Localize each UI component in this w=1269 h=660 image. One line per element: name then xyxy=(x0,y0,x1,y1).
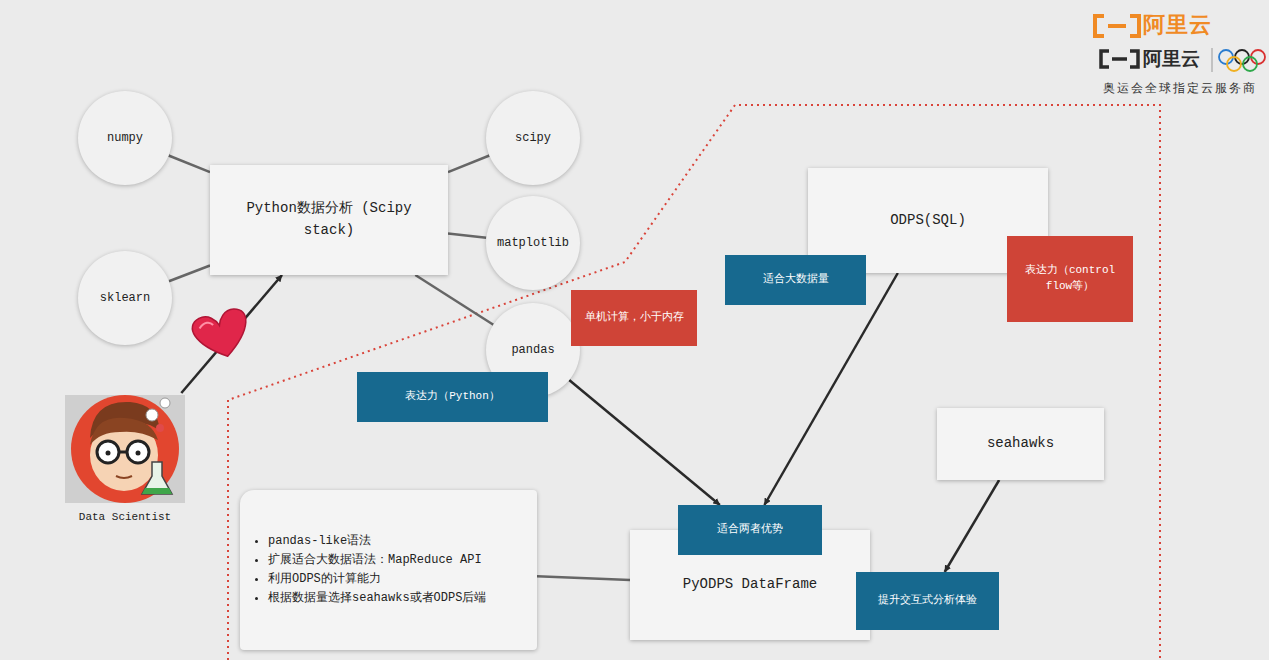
arrow-connector xyxy=(181,275,282,393)
connector-line xyxy=(537,576,630,580)
process-box: seahawks xyxy=(937,408,1104,480)
connector-line xyxy=(169,156,210,173)
heart-icon xyxy=(190,306,254,363)
advantage-tag: 表达力（Python） xyxy=(357,372,548,422)
logo-text: 阿里云 xyxy=(1143,10,1212,40)
node-text: Data Scientist xyxy=(79,511,171,523)
node-text: scipy xyxy=(515,131,551,145)
limitation-tag: 表达力（control flow等） xyxy=(1007,236,1133,322)
bullet-item: 扩展适合大数据语法：MapReduce API xyxy=(268,551,486,570)
tag-text: 表达力（control flow等） xyxy=(1015,263,1125,295)
bullet-item: 利用ODPS的计算能力 xyxy=(268,570,486,589)
node-text: pandas xyxy=(511,343,554,357)
node-text: ODPS(SQL) xyxy=(890,210,966,232)
node-text: PyODPS DataFrame xyxy=(683,574,817,596)
library-circle: scipy xyxy=(486,91,580,185)
scientist-avatar xyxy=(65,395,185,503)
advantage-tag: 适合大数据量 xyxy=(725,255,866,305)
node-text: numpy xyxy=(107,131,143,145)
connector-line xyxy=(448,156,489,173)
bullet-list: pandas-like语法扩展适合大数据语法：MapReduce API利用OD… xyxy=(252,532,486,609)
arrow-connector xyxy=(569,380,720,505)
logo-text: 阿里云 xyxy=(1143,46,1200,72)
node-text: matplotlib xyxy=(497,236,569,250)
connector-line xyxy=(415,275,493,325)
tag-text: 提升交互式分析体验 xyxy=(878,593,977,608)
process-box: Python数据分析 (Scipy stack) xyxy=(210,165,448,275)
limitation-tag: 单机计算，小于内存 xyxy=(571,290,697,346)
library-circle: sklearn xyxy=(78,251,172,345)
tag-text: 表达力（Python） xyxy=(405,389,500,404)
logo-slogan: 奥运会全球指定云服务商 xyxy=(1103,80,1257,97)
library-circle: matplotlib xyxy=(486,196,580,290)
tag-text: 适合大数据量 xyxy=(763,272,829,287)
feature-list-box: pandas-like语法扩展适合大数据语法：MapReduce API利用OD… xyxy=(240,490,537,650)
actor-figure: Data Scientist xyxy=(60,393,190,525)
library-circle: numpy xyxy=(78,91,172,185)
advantage-tag: 适合两者优势 xyxy=(678,505,822,555)
connector-line xyxy=(169,266,210,282)
connector-line xyxy=(448,233,486,237)
node-text: sklearn xyxy=(100,291,150,305)
bullet-item: 根据数据量选择seahawks或者ODPS后端 xyxy=(268,589,486,608)
node-text: seahawks xyxy=(987,433,1054,455)
tag-text: 适合两者优势 xyxy=(717,522,783,537)
bullet-item: pandas-like语法 xyxy=(268,532,486,551)
advantage-tag: 提升交互式分析体验 xyxy=(856,572,999,630)
olympic-rings xyxy=(1219,50,1265,71)
arrow-connector xyxy=(945,480,999,572)
node-text: Python数据分析 (Scipy stack) xyxy=(220,198,438,241)
arrow-connector xyxy=(764,273,897,505)
tag-text: 单机计算，小于内存 xyxy=(585,310,684,326)
